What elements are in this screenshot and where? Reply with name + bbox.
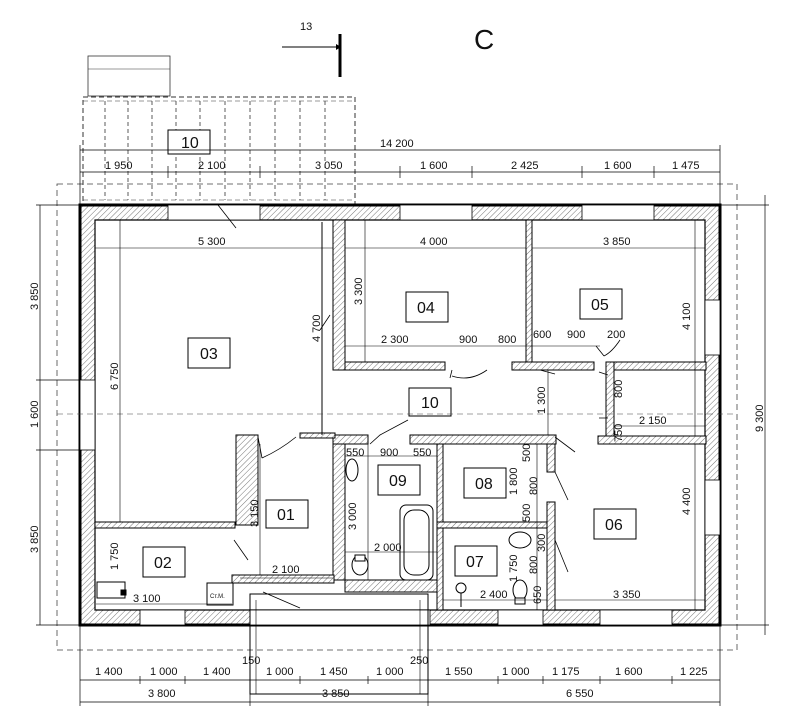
dim-650: 650: [532, 586, 544, 604]
dim-900a: 900: [459, 334, 477, 346]
dim-4100: 4 100: [681, 302, 693, 330]
appliance-label: Ст.М.: [210, 594, 225, 600]
right-dimension-line: [720, 195, 769, 635]
dashed-outline: [56, 183, 738, 651]
room-label-09: 09: [389, 473, 407, 490]
dim-900c: 900: [380, 447, 398, 459]
dim-top-2: 2 100: [198, 160, 226, 172]
section-marker: 13: [282, 21, 342, 77]
bathroom-fixtures: [345, 458, 532, 607]
interior-walls: [94, 219, 707, 611]
dim-4700: 4 700: [311, 314, 323, 342]
dim-600: 600: [533, 329, 551, 341]
dim-bottom-offset-1: 150: [242, 655, 260, 667]
dim-200: 200: [607, 329, 625, 341]
dim-1750b: 1 750: [508, 554, 520, 582]
dim-bottom-10: 1 600: [615, 666, 643, 678]
dim-550b: 550: [413, 447, 431, 459]
plan-title: C: [474, 24, 494, 55]
left-dimension-lines: [36, 204, 80, 626]
dim-800c: 800: [528, 477, 540, 495]
dim-2400: 2 400: [480, 589, 508, 601]
room-label-10-hall: 10: [421, 395, 439, 412]
doors: [217, 204, 621, 609]
room-label-10-terrace: 10: [181, 135, 199, 152]
dim-left-1: 3 850: [29, 282, 41, 310]
dim-1300: 1 300: [536, 386, 548, 414]
dim-top-4: 1 600: [420, 160, 448, 172]
dim-500b: 500: [521, 504, 533, 522]
dim-bottom-5: 1 450: [320, 666, 348, 678]
room-label-06: 06: [605, 517, 623, 534]
dim-bottom-9: 1 175: [552, 666, 580, 678]
bottom-dimension-lines: [79, 625, 721, 706]
dim-800b: 800: [613, 380, 625, 398]
dim-bottom-3: 1 400: [203, 666, 231, 678]
room-label-04: 04: [417, 300, 435, 317]
dim-4400: 4 400: [681, 487, 693, 515]
dim-bottom-total-3: 6 550: [566, 688, 594, 700]
dim-bottom-2: 1 000: [150, 666, 178, 678]
room-label-03: 03: [200, 346, 218, 363]
room-label-boxes: [142, 288, 637, 578]
dim-3150: 3 150: [249, 499, 261, 527]
dim-2100: 2 100: [272, 564, 300, 576]
dim-left-3: 3 850: [29, 525, 41, 553]
dim-3350: 3 350: [613, 589, 641, 601]
top-dimension-lines: [79, 145, 721, 205]
dim-bottom-total-1: 3 800: [148, 688, 176, 700]
dim-3300: 3 300: [353, 277, 365, 305]
dim-bottom-7: 1 550: [445, 666, 473, 678]
dim-2150: 2 150: [639, 415, 667, 427]
dim-top-6: 1 600: [604, 160, 632, 172]
dim-1750a: 1 750: [109, 542, 121, 570]
section-marker-label: 13: [300, 21, 312, 33]
porch-bottom: [249, 593, 429, 695]
dim-5300: 5 300: [198, 236, 226, 248]
dim-6750: 6 750: [109, 362, 121, 390]
dim-bottom-1: 1 400: [95, 666, 123, 678]
dim-bottom-total-2: 3 850: [322, 688, 350, 700]
terrace: [82, 55, 356, 206]
room-label-01: 01: [277, 507, 295, 524]
dim-top-7: 1 475: [672, 160, 700, 172]
dim-800a: 800: [498, 334, 516, 346]
dim-left-2: 1 600: [29, 400, 41, 428]
dim-550a: 550: [346, 447, 364, 459]
dim-500a: 500: [521, 444, 533, 462]
dim-bottom-offset-2: 250: [410, 655, 428, 667]
dim-750: 750: [613, 424, 625, 442]
dim-bottom-11: 1 225: [680, 666, 708, 678]
dim-4000: 4 000: [420, 236, 448, 248]
dim-900b: 900: [567, 329, 585, 341]
room-label-08: 08: [475, 476, 493, 493]
room-label-05: 05: [591, 297, 609, 314]
dim-800d: 800: [528, 556, 540, 574]
room-label-02: 02: [154, 555, 172, 572]
interior-dimension-lines: [95, 220, 705, 610]
dim-3850: 3 850: [603, 236, 631, 248]
dim-2000: 2 000: [374, 542, 402, 554]
windows: [79, 204, 721, 626]
dim-right-total: 9 300: [754, 404, 766, 432]
room-label-07: 07: [466, 554, 484, 571]
dim-top-total: 14 200: [380, 138, 414, 150]
dim-1800: 1 800: [508, 467, 520, 495]
dim-300: 300: [536, 534, 548, 552]
dim-top-1: 1 950: [105, 160, 133, 172]
dim-2300: 2 300: [381, 334, 409, 346]
dim-bottom-4: 1 000: [266, 666, 294, 678]
dim-3000: 3 000: [347, 502, 359, 530]
dim-top-3: 3 050: [315, 160, 343, 172]
dim-bottom-6: 1 000: [376, 666, 404, 678]
dim-bottom-8: 1 000: [502, 666, 530, 678]
appliances: [96, 581, 234, 606]
dim-top-5: 2 425: [511, 160, 539, 172]
dim-3100: 3 100: [133, 593, 161, 605]
